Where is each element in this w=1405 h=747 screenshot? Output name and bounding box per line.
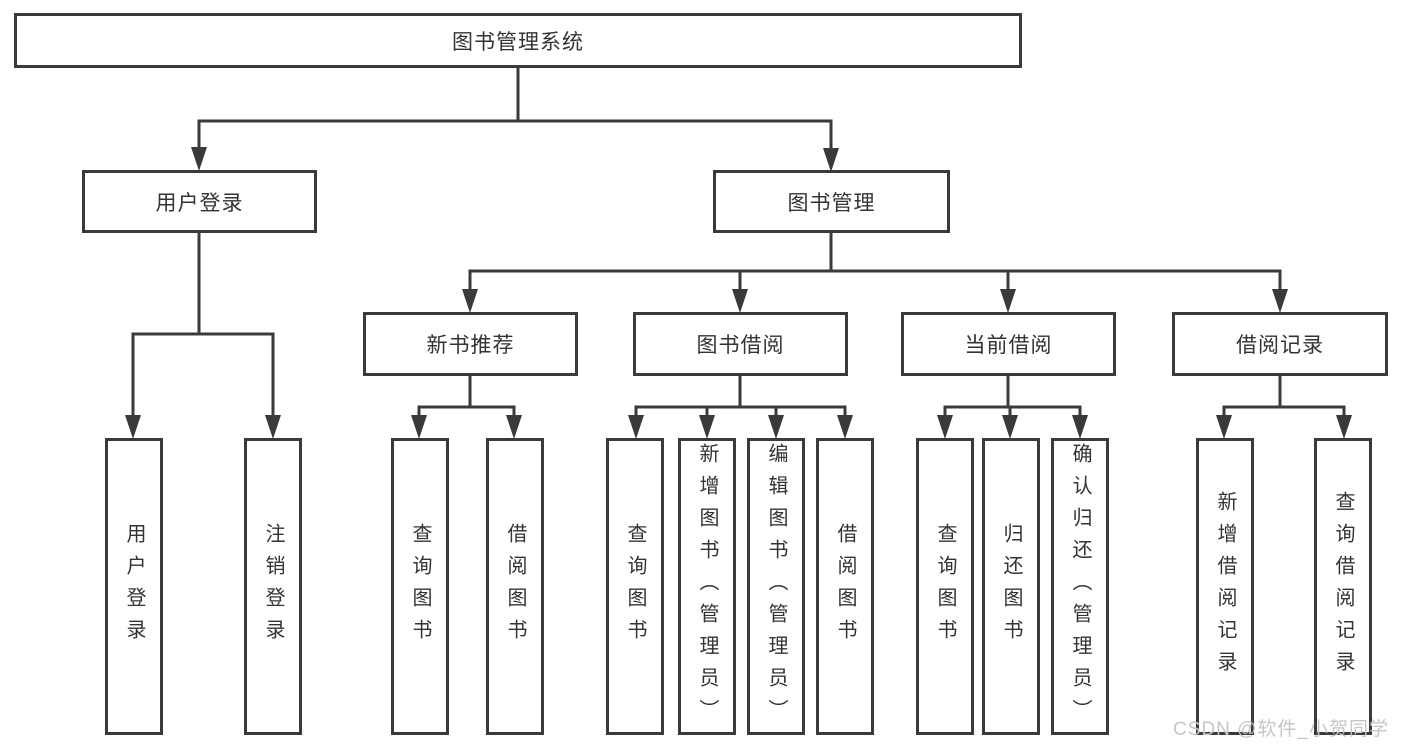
leaf-label: 查询图书	[624, 522, 646, 651]
connector-borrow-group	[634, 373, 847, 419]
leaf-confirm-return-admin: 确认归还（管理员）	[1051, 438, 1109, 735]
leaf-label: 借阅图书	[504, 522, 526, 651]
arrowhead	[1072, 415, 1088, 439]
arrowhead	[125, 415, 141, 439]
arrowhead	[191, 147, 207, 171]
connector-root-to-level2	[197, 66, 833, 153]
connector-records-group	[1222, 373, 1346, 419]
connector-recommend-group	[417, 373, 516, 419]
leaf-add-borrow-record: 新增借阅记录	[1196, 438, 1254, 735]
arrowhead	[768, 415, 784, 439]
arrowhead	[837, 415, 853, 439]
node-current-borrowing: 当前借阅	[901, 312, 1116, 376]
arrowhead	[1002, 415, 1018, 439]
arrowhead	[937, 415, 953, 439]
connector-paths	[131, 66, 1346, 419]
leaf-borrow-books: 借阅图书	[816, 438, 874, 735]
leaf-label: 新增图书（管理员）	[696, 442, 718, 731]
leaf-label: 用户登录	[123, 522, 145, 651]
leaf-add-books-admin: 新增图书（管理员）	[678, 438, 736, 735]
leaf-query-books-recommend: 查询图书	[391, 438, 449, 735]
node-borrowing-records: 借阅记录	[1172, 312, 1388, 376]
leaf-user-login: 用户登录	[105, 438, 163, 735]
leaf-query-books-current: 查询图书	[916, 438, 974, 735]
leaf-logout: 注销登录	[244, 438, 302, 735]
arrowhead	[411, 415, 427, 439]
arrowhead	[462, 289, 478, 313]
leaf-label: 编辑图书（管理员）	[765, 442, 787, 731]
leaf-label: 借阅图书	[834, 522, 856, 651]
node-book-borrowing: 图书借阅	[633, 312, 848, 376]
watermark: CSDN @软件_小贺同学	[1173, 719, 1389, 740]
arrowhead	[732, 289, 748, 313]
arrowhead	[628, 415, 644, 439]
arrowhead	[265, 415, 281, 439]
leaf-query-borrow-record: 查询借阅记录	[1314, 438, 1372, 735]
node-new-book-recommendation: 新书推荐	[363, 312, 578, 376]
node-user-login: 用户登录	[82, 170, 317, 233]
leaf-label: 查询图书	[934, 522, 956, 651]
connector-book-mgmt-to-level3	[468, 230, 1282, 293]
arrowhead	[506, 415, 522, 439]
arrowhead	[1272, 289, 1288, 313]
arrowhead	[823, 148, 839, 172]
leaf-label: 注销登录	[262, 522, 284, 651]
arrowhead	[1216, 415, 1232, 439]
node-library-management-system: 图书管理系统	[14, 13, 1022, 68]
leaf-query-books-borrow: 查询图书	[606, 438, 664, 735]
leaf-label: 确认归还（管理员）	[1069, 442, 1091, 731]
leaf-edit-books-admin: 编辑图书（管理员）	[747, 438, 805, 735]
leaf-label: 归还图书	[1000, 522, 1022, 651]
connector-user-login-group	[131, 230, 275, 419]
leaf-label: 新增借阅记录	[1214, 490, 1236, 683]
arrowhead	[699, 415, 715, 439]
leaf-borrow-books-recommend: 借阅图书	[486, 438, 544, 735]
arrowheads	[125, 147, 1352, 439]
leaf-label: 查询借阅记录	[1332, 490, 1354, 683]
leaf-label: 查询图书	[409, 522, 431, 651]
leaf-return-books: 归还图书	[982, 438, 1040, 735]
node-book-management: 图书管理	[713, 170, 950, 233]
arrowhead	[1000, 289, 1016, 313]
arrowhead	[1336, 415, 1352, 439]
connector-current-group	[943, 373, 1082, 419]
